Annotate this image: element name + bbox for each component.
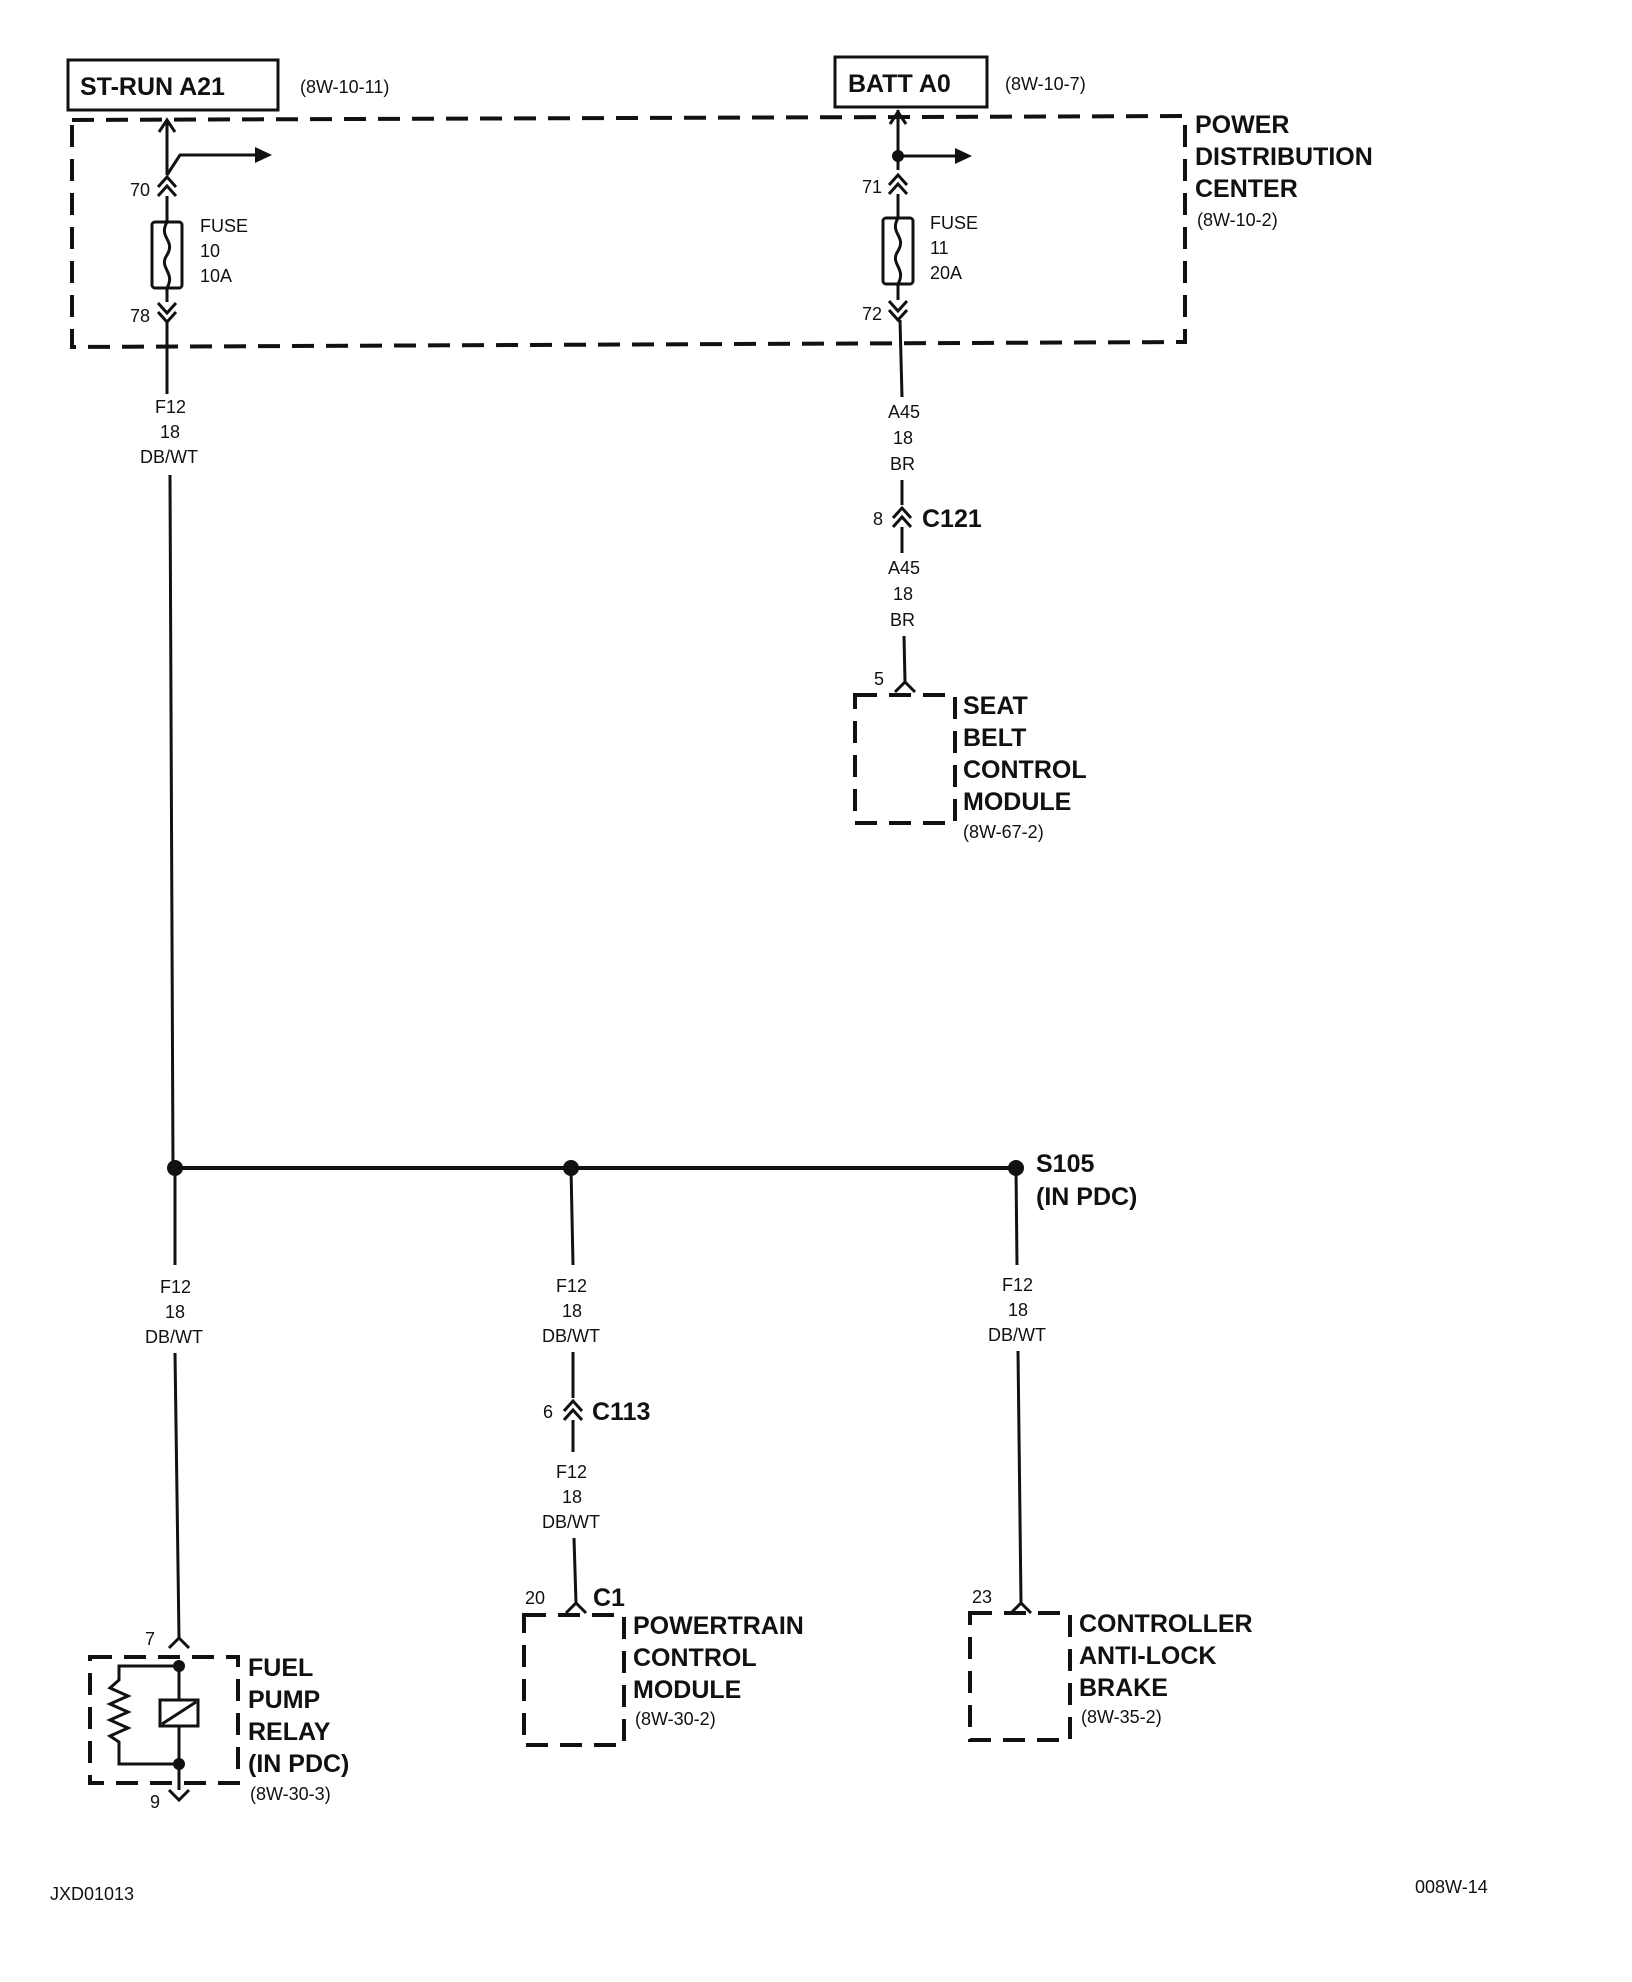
pcm-wire-color: DB/WT (542, 1326, 600, 1346)
wire-label-gauge: 18 (160, 422, 180, 442)
st-run-ref: (8W-10-11) (300, 77, 389, 97)
fp-wire-color: DB/WT (145, 1327, 203, 1347)
fuse10-rating: 10A (200, 266, 232, 286)
arrow-icon (255, 147, 272, 163)
fuse11-word: FUSE (930, 213, 978, 233)
fuse10-circuit: 70 FUSE 10 10A 78 F12 18 DB/WT (130, 117, 272, 1169)
c121-label: C121 (922, 505, 982, 533)
fuel-pump-relay: 9 FUEL PUMP RELAY (IN PDC) (8W-30-3) (88, 1654, 349, 1812)
fuel-pump-outline (88, 1655, 240, 1785)
abs-wire-circuit: F12 (1002, 1275, 1033, 1295)
fuse11-pin-bottom: 72 (862, 304, 882, 324)
seat-belt-pin: 5 (874, 669, 884, 689)
splice-bus: S105 (IN PDC) (167, 1150, 1137, 1211)
wire-a45-gauge-2: 18 (893, 584, 913, 604)
pcm-outline (522, 1613, 626, 1747)
arrow-icon (955, 148, 972, 164)
pcm-wire-circuit: F12 (556, 1276, 587, 1296)
abs-label-2: ANTI-LOCK (1079, 1642, 1216, 1670)
fuse11-number: 11 (930, 238, 949, 258)
pcm-label-2: CONTROL (633, 1644, 757, 1672)
pcm-branch: F12 18 DB/WT 6 C113 F12 18 DB/WT 20 C1 (525, 1167, 650, 1615)
st-run-source: ST-RUN A21 (8W-10-11) (66, 58, 389, 112)
abs-label-3: BRAKE (1079, 1674, 1168, 1702)
abs-wire-color: DB/WT (988, 1325, 1046, 1345)
pcm-wire-color-2: DB/WT (542, 1512, 600, 1532)
fp-pin-bottom: 9 (150, 1792, 160, 1812)
fuel-pump-branch: F12 18 DB/WT 7 (145, 1168, 203, 1650)
footer-page-number: 008W-14 (1415, 1877, 1488, 1897)
pcm-wire-circuit-2: F12 (556, 1462, 587, 1482)
batt-label: BATT A0 (848, 70, 951, 98)
fuse10-word: FUSE (200, 216, 248, 236)
pdc-outline (70, 113, 1187, 350)
abs-ref: (8W-35-2) (1081, 1707, 1162, 1727)
wire-a45-color: BR (890, 454, 915, 474)
pcm-label-1: POWERTRAIN (633, 1612, 804, 1640)
fp-pin-top: 7 (145, 1629, 155, 1649)
seat-belt-control-module: SEAT BELT CONTROL MODULE (8W-67-2) (853, 692, 1087, 842)
c113-label: C113 (592, 1398, 650, 1426)
s105-sub: (IN PDC) (1036, 1183, 1137, 1211)
seat-belt-outline (853, 693, 957, 825)
footer-drawing-id: JXD01013 (50, 1884, 134, 1904)
controller-anti-lock-brake: CONTROLLER ANTI-LOCK BRAKE (8W-35-2) (968, 1610, 1253, 1742)
wire-a45-circuit-2: A45 (888, 558, 920, 578)
fuse10-pin-top: 70 (130, 180, 150, 200)
fuse10-pin-bottom: 78 (130, 306, 150, 326)
fuel-pump-ref: (8W-30-3) (250, 1784, 331, 1804)
abs-branch: F12 18 DB/WT 23 (972, 1167, 1046, 1615)
abs-pin: 23 (972, 1587, 992, 1607)
pdc-label-1: POWER (1195, 111, 1289, 139)
s105-label: S105 (1036, 1150, 1094, 1178)
fuse10-number: 10 (200, 241, 220, 261)
fp-wire-gauge: 18 (165, 1302, 185, 1322)
pcm-pin: 20 (525, 1588, 545, 1608)
abs-label-1: CONTROLLER (1079, 1610, 1253, 1638)
pcm-wire-gauge-2: 18 (562, 1487, 582, 1507)
seat-belt-ref: (8W-67-2) (963, 822, 1044, 842)
pdc-label: POWER DISTRIBUTION CENTER (8W-10-2) (1195, 111, 1373, 230)
seat-belt-label-2: BELT (963, 724, 1026, 752)
pcm-label-3: MODULE (633, 1676, 741, 1704)
seat-belt-label-4: MODULE (963, 788, 1071, 816)
fuse11-rating: 20A (930, 263, 962, 283)
fuel-pump-label-4: (IN PDC) (248, 1750, 349, 1778)
seat-belt-label-1: SEAT (963, 692, 1028, 720)
c121-pin: 8 (873, 509, 883, 529)
abs-outline (968, 1611, 1072, 1742)
wire-label-circuit: F12 (155, 397, 186, 417)
batt-source: BATT A0 (8W-10-7) (833, 55, 1086, 109)
c113-pin: 6 (543, 1402, 553, 1422)
batt-ref: (8W-10-7) (1005, 74, 1086, 94)
fuel-pump-label-1: FUEL (248, 1654, 313, 1682)
resistor-icon (106, 1664, 179, 1766)
wire-a45-circuit: A45 (888, 402, 920, 422)
pdc-label-3: CENTER (1195, 175, 1298, 203)
pdc-ref: (8W-10-2) (1197, 210, 1278, 230)
wire-a45-gauge: 18 (893, 428, 913, 448)
pcm-ref: (8W-30-2) (635, 1709, 716, 1729)
pcm-connector-label: C1 (593, 1584, 625, 1612)
abs-wire-gauge: 18 (1008, 1300, 1028, 1320)
wire-label-color: DB/WT (140, 447, 198, 467)
pdc-label-2: DISTRIBUTION (1195, 143, 1373, 171)
fuel-pump-label-2: PUMP (248, 1686, 320, 1714)
st-run-label: ST-RUN A21 (80, 73, 225, 101)
seat-belt-label-3: CONTROL (963, 756, 1087, 784)
pcm-wire-gauge: 18 (562, 1301, 582, 1321)
fuse11-pin-top: 71 (862, 177, 882, 197)
fuel-pump-label-3: RELAY (248, 1718, 331, 1746)
fp-wire-circuit: F12 (160, 1277, 191, 1297)
wire-a45-color-2: BR (890, 610, 915, 630)
powertrain-control-module: POWERTRAIN CONTROL MODULE (8W-30-2) (522, 1612, 804, 1747)
fuse11-circuit: 71 FUSE 11 20A 72 A45 18 BR 8 C121 A45 1… (862, 109, 982, 694)
